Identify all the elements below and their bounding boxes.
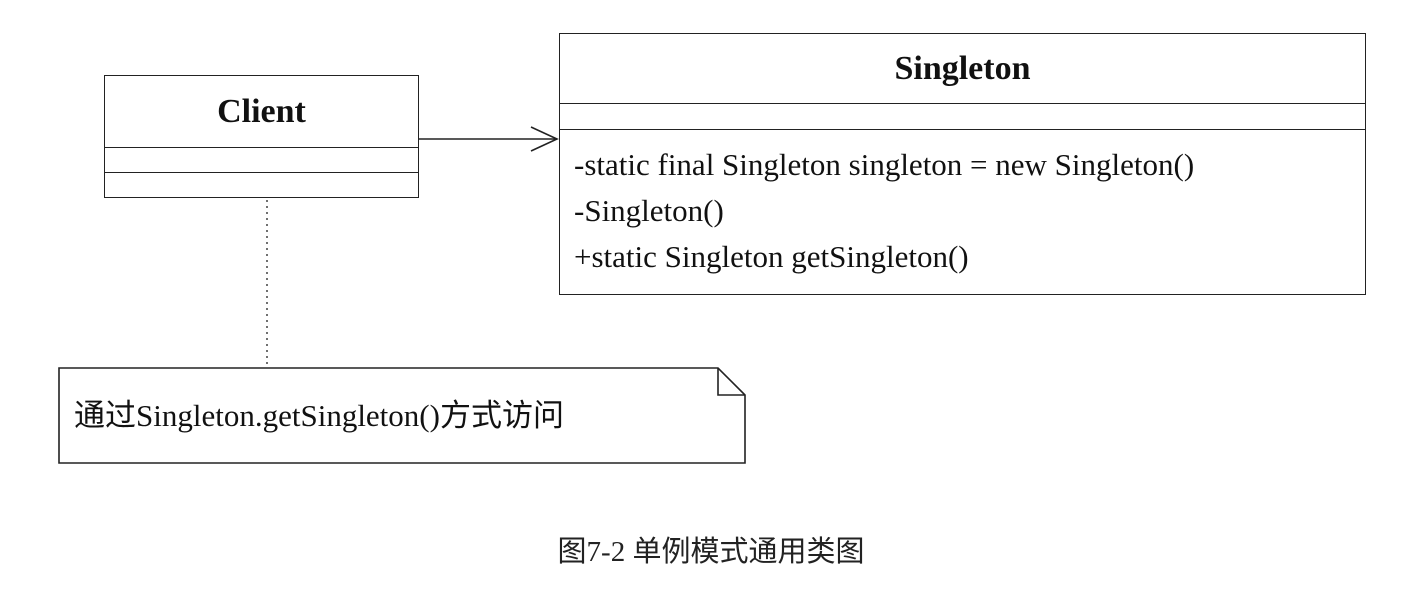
singleton-class: Singleton -static final Singleton single…: [559, 33, 1366, 295]
figure-caption: 图7-2 单例模式通用类图: [557, 536, 865, 568]
singleton-members-compartment: -static final Singleton singleton = new …: [560, 130, 1365, 280]
client-class: Client: [104, 75, 419, 198]
association-arrowhead: [530, 126, 559, 152]
uml-note: 通过Singleton.getSingleton()方式访问: [58, 367, 747, 464]
client-attributes-compartment: [105, 148, 418, 173]
client-operations-compartment: [105, 173, 418, 197]
note-text: 通过Singleton.getSingleton()方式访问: [74, 398, 564, 433]
singleton-attributes-compartment: [560, 104, 1365, 130]
singleton-member: -static final Singleton singleton = new …: [574, 147, 1195, 182]
singleton-member: -Singleton(): [574, 193, 724, 228]
singleton-class-name: Singleton: [560, 34, 1365, 104]
client-class-name: Client: [105, 76, 418, 148]
singleton-member: +static Singleton getSingleton(): [574, 239, 969, 274]
note-shape: [58, 367, 746, 464]
